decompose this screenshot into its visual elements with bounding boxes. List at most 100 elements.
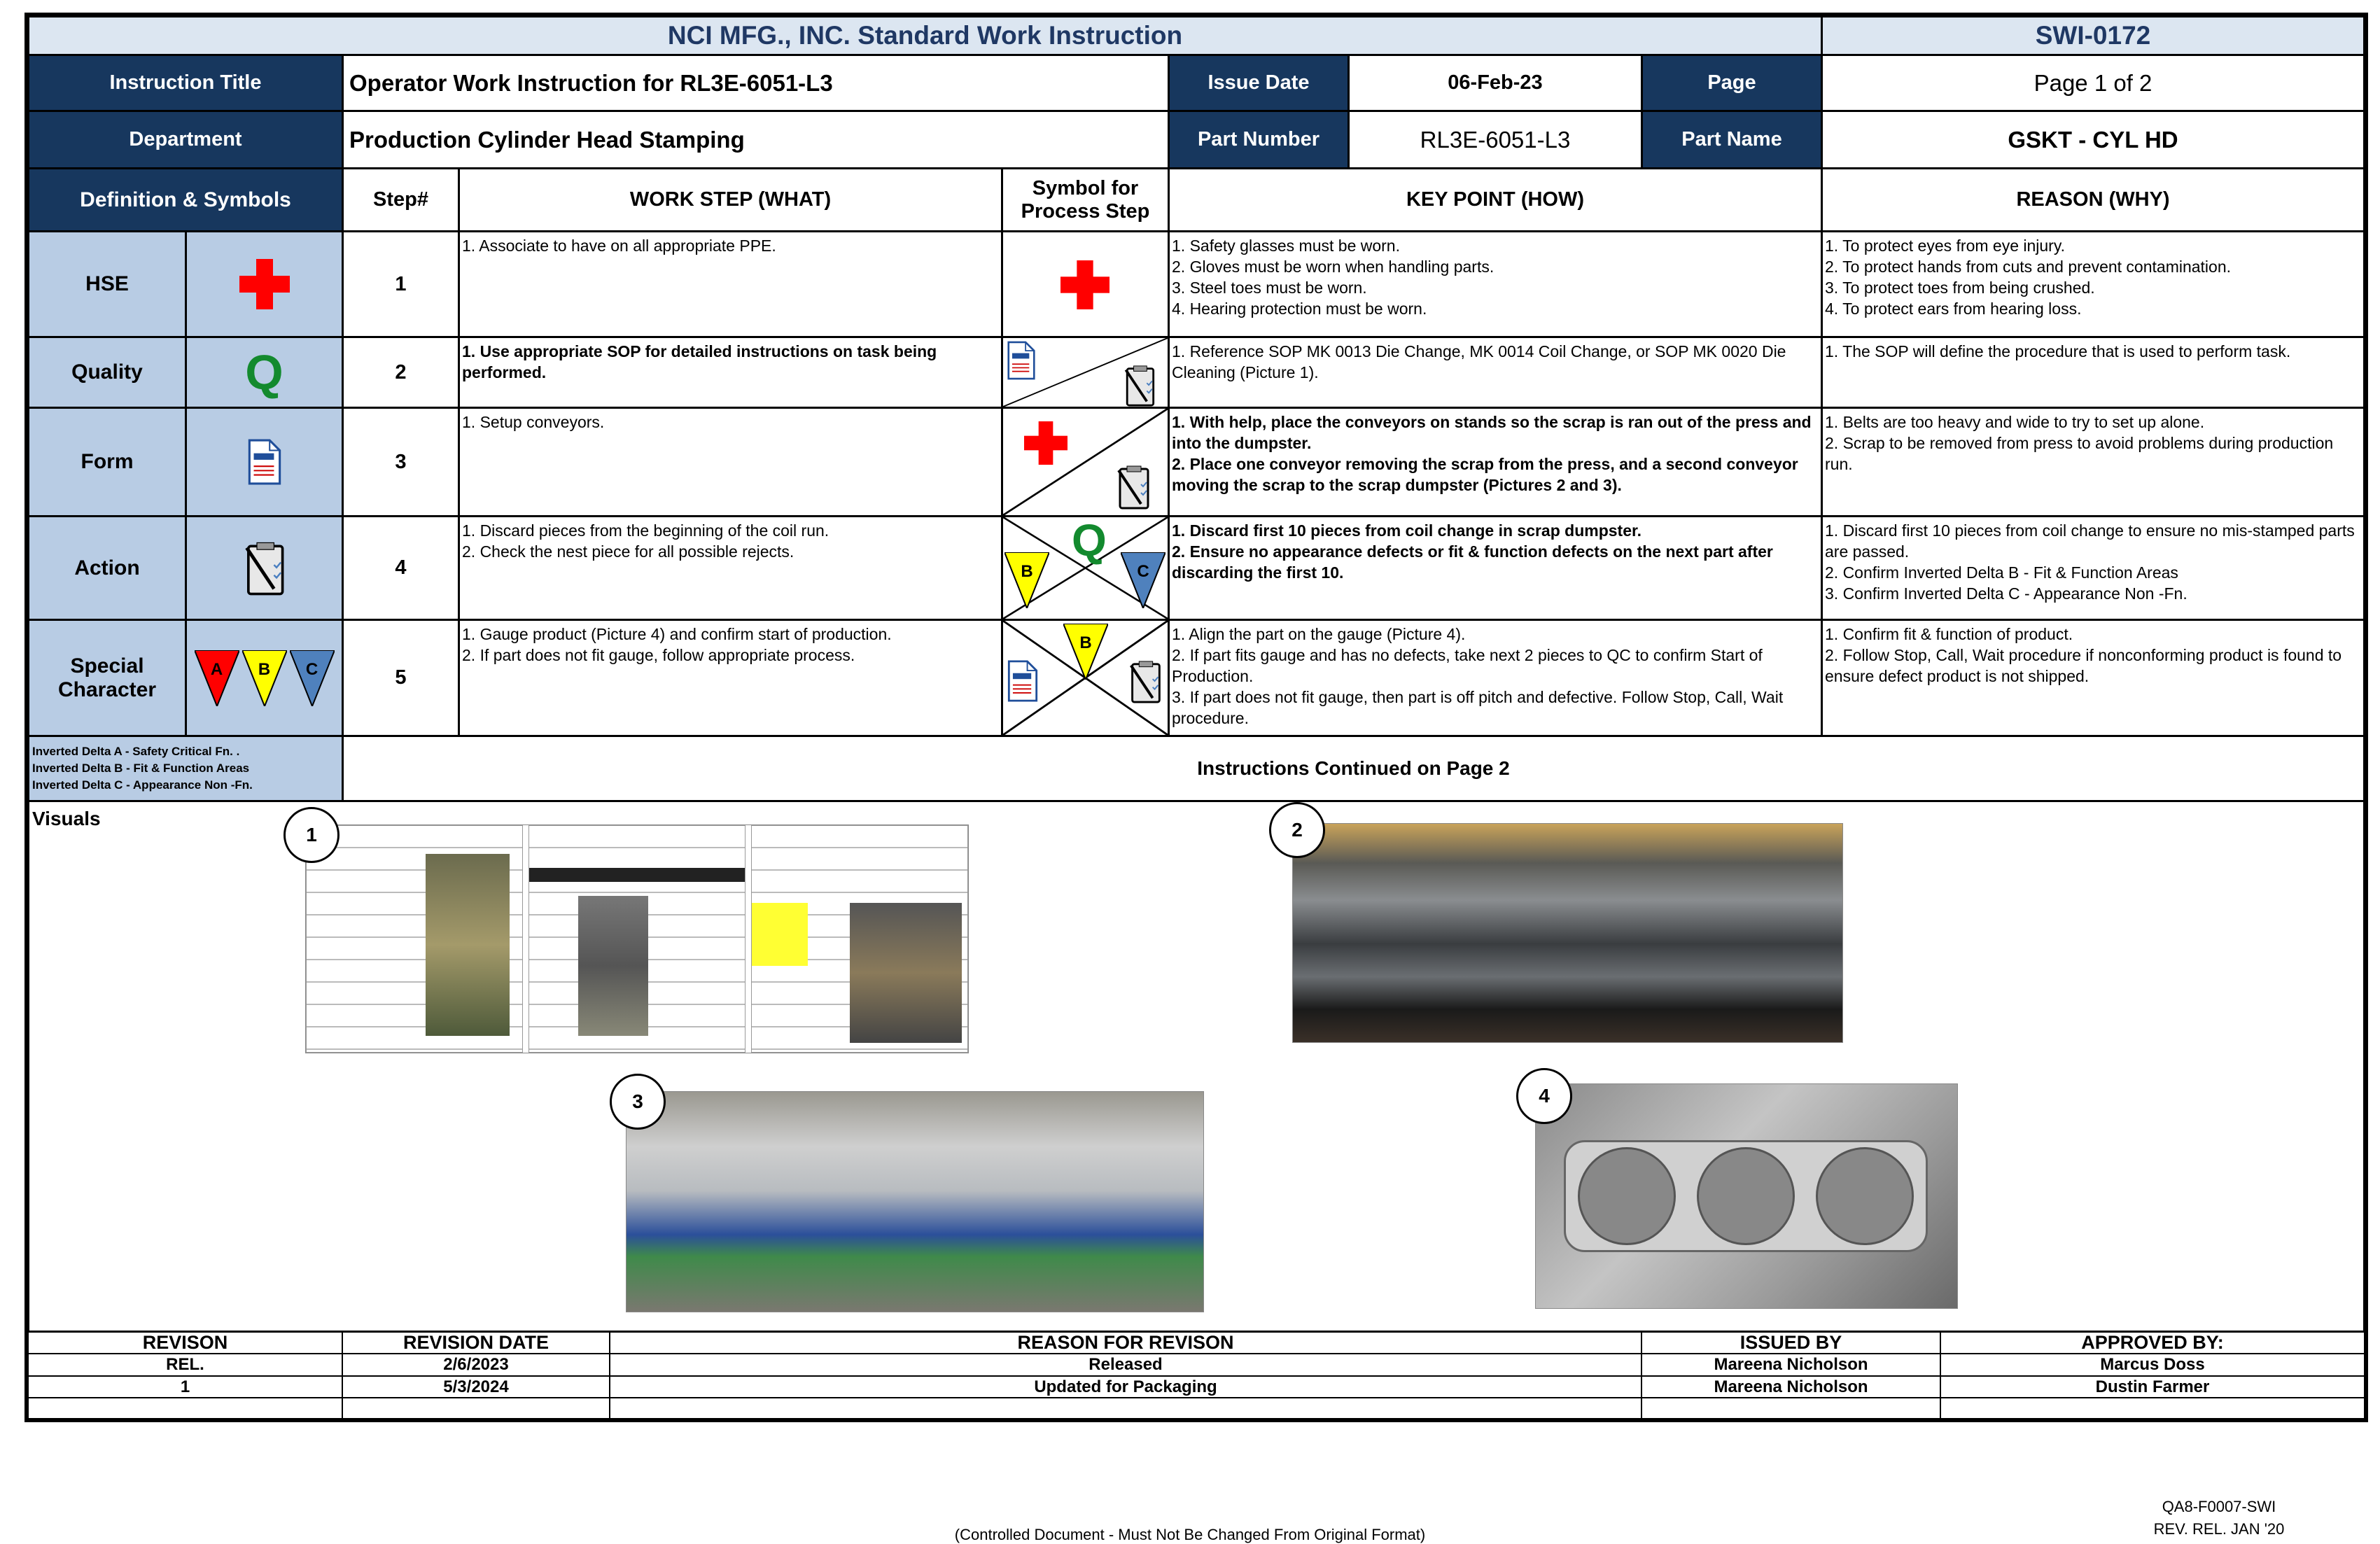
part-number-value: RL3E-6051-L3 xyxy=(1348,110,1643,169)
step-what: 1. Use appropriate SOP for detailed inst… xyxy=(458,336,1003,409)
instruction-title-value: Operator Work Instruction for RL3E-6051-… xyxy=(342,54,1170,112)
red-cross-icon xyxy=(1024,421,1068,465)
picture-2-press-conveyor[interactable] xyxy=(1292,823,1843,1043)
form-number: QA8-F0007-SWI xyxy=(2162,1498,2276,1515)
delta-legend: Inverted Delta A - Safety Critical Fn. .… xyxy=(27,735,344,802)
issued-by-cell: Mareena Nicholson xyxy=(1641,1375,1941,1398)
step-why: 1. Discard first 10 pieces from coil cha… xyxy=(1821,515,2365,621)
def-action-label: Action xyxy=(27,515,187,621)
step-symbol-cell: Q B C xyxy=(1001,515,1170,621)
delta-b-icon: B xyxy=(1062,623,1110,682)
revision-date-cell: 5/3/2024 xyxy=(342,1375,610,1398)
def-quality-icon-cell: Q xyxy=(185,336,344,409)
picture-2-badge: 2 xyxy=(1269,802,1325,858)
picture-1-badge: 1 xyxy=(284,807,340,863)
revision-empty-cell xyxy=(609,1397,1642,1419)
def-quality-label: Quality xyxy=(27,336,187,409)
legend-delta-a: Inverted Delta A - Safety Critical Fn. . xyxy=(32,745,240,758)
part-name-value: GSKT - CYL HD xyxy=(1821,110,2365,169)
document-number: SWI-0172 xyxy=(1821,15,2365,56)
how-header: KEY POINT (HOW) xyxy=(1168,167,1823,232)
revision-reason-cell: Released xyxy=(609,1353,1642,1377)
step-how: 1. Discard first 10 pieces from coil cha… xyxy=(1168,515,1823,621)
revision-empty-cell xyxy=(1940,1397,2365,1419)
approved-by-cell: Dustin Farmer xyxy=(1940,1375,2365,1398)
step-how: 1. With help, place the conveyors on sta… xyxy=(1168,407,1823,517)
page-label: Page xyxy=(1641,54,1823,112)
step-what: 1. Associate to have on all appropriate … xyxy=(458,230,1003,338)
def-form-label: Form xyxy=(27,407,187,517)
continued-note: Instructions Continued on Page 2 xyxy=(342,735,2365,802)
approved-by-cell: Marcus Doss xyxy=(1940,1353,2365,1377)
issue-date-value: 06-Feb-23 xyxy=(1348,54,1643,112)
clipboard-icon xyxy=(243,541,286,596)
picture-4-gauge[interactable] xyxy=(1535,1083,1958,1309)
why-header: REASON (WHY) xyxy=(1821,167,2365,232)
picture-4-badge: 4 xyxy=(1516,1068,1572,1124)
def-hse-label: HSE xyxy=(27,230,187,338)
red-cross-icon xyxy=(1060,260,1110,309)
revision-reason-header: REASON FOR REVISON xyxy=(609,1331,1642,1354)
red-cross-icon xyxy=(239,259,290,309)
def-special-icon-cell: A B C xyxy=(185,619,344,737)
revision-empty-cell xyxy=(1641,1397,1941,1419)
revision-reason-cell: Updated for Packaging xyxy=(609,1375,1642,1398)
issue-date-label: Issue Date xyxy=(1168,54,1350,112)
symbol-header: Symbol for Process Step xyxy=(1001,167,1170,232)
document-title: NCI MFG., INC. Standard Work Instruction xyxy=(27,15,1823,56)
picture-3-badge: 3 xyxy=(610,1074,666,1130)
revision-header: REVISON xyxy=(27,1331,343,1354)
instruction-title-label: Instruction Title xyxy=(27,54,344,112)
legend-delta-c: Inverted Delta C - Appearance Non -Fn. xyxy=(32,778,253,792)
revision-date-header: REVISION DATE xyxy=(342,1331,610,1354)
quality-q-icon: Q xyxy=(245,345,284,400)
step-number: 1 xyxy=(342,230,460,338)
def-action-icon-cell xyxy=(185,515,344,621)
step-symbol-cell: B xyxy=(1001,619,1170,737)
step-why: 1. To protect eyes from eye injury. 2. T… xyxy=(1821,230,2365,338)
delta-a-icon: A xyxy=(193,649,240,708)
delta-b-icon: B xyxy=(241,649,288,708)
step-how: 1. Reference SOP MK 0013 Die Change, MK … xyxy=(1168,336,1823,409)
def-special-label: Special Character xyxy=(27,619,187,737)
picture-1-sop-documents[interactable] xyxy=(305,824,969,1053)
delta-c-icon: C xyxy=(1119,552,1167,610)
approved-by-header: APPROVED BY: xyxy=(1940,1331,2365,1354)
step-number: 2 xyxy=(342,336,460,409)
step-number: 3 xyxy=(342,407,460,517)
def-form-icon-cell xyxy=(185,407,344,517)
part-name-label: Part Name xyxy=(1641,110,1823,169)
revision-release: REV. REL. JAN '20 xyxy=(2153,1520,2285,1538)
clipboard-icon xyxy=(1129,660,1161,703)
step-number: 4 xyxy=(342,515,460,621)
step-why: 1. Confirm fit & function of product. 2.… xyxy=(1821,619,2365,737)
legend-delta-b: Inverted Delta B - Fit & Function Areas xyxy=(32,762,250,775)
clipboard-icon xyxy=(1124,365,1155,407)
def-hse-icon-cell xyxy=(185,230,344,338)
delta-c-icon: C xyxy=(288,649,335,708)
step-why: 1. The SOP will define the procedure tha… xyxy=(1821,336,2365,409)
revision-cell: REL. xyxy=(27,1353,343,1377)
part-number-label: Part Number xyxy=(1168,110,1350,169)
step-number: 5 xyxy=(342,619,460,737)
step-what: 1. Setup conveyors. xyxy=(458,407,1003,517)
step-why: 1. Belts are too heavy and wide to try t… xyxy=(1821,407,2365,517)
revision-date-cell: 2/6/2023 xyxy=(342,1353,610,1377)
step-what: 1. Discard pieces from the beginning of … xyxy=(458,515,1003,621)
docs-icon xyxy=(1007,660,1038,702)
revision-cell: 1 xyxy=(27,1375,343,1398)
page-value: Page 1 of 2 xyxy=(1821,54,2365,112)
docs-icon xyxy=(248,439,281,485)
revision-empty-cell xyxy=(27,1397,343,1419)
issued-by-header: ISSUED BY xyxy=(1641,1331,1941,1354)
step-symbol-cell xyxy=(1001,407,1170,517)
picture-3-conveyor-stand[interactable] xyxy=(626,1091,1204,1312)
issued-by-cell: Mareena Nicholson xyxy=(1641,1353,1941,1377)
revision-empty-cell xyxy=(342,1397,610,1419)
quality-q-icon: Q xyxy=(1072,515,1107,566)
docs-icon xyxy=(1007,341,1035,380)
definitions-header: Definition & Symbols xyxy=(27,167,344,232)
step-symbol-cell xyxy=(1001,336,1170,409)
department-value: Production Cylinder Head Stamping xyxy=(342,110,1170,169)
step-what: 1. Gauge product (Picture 4) and confirm… xyxy=(458,619,1003,737)
